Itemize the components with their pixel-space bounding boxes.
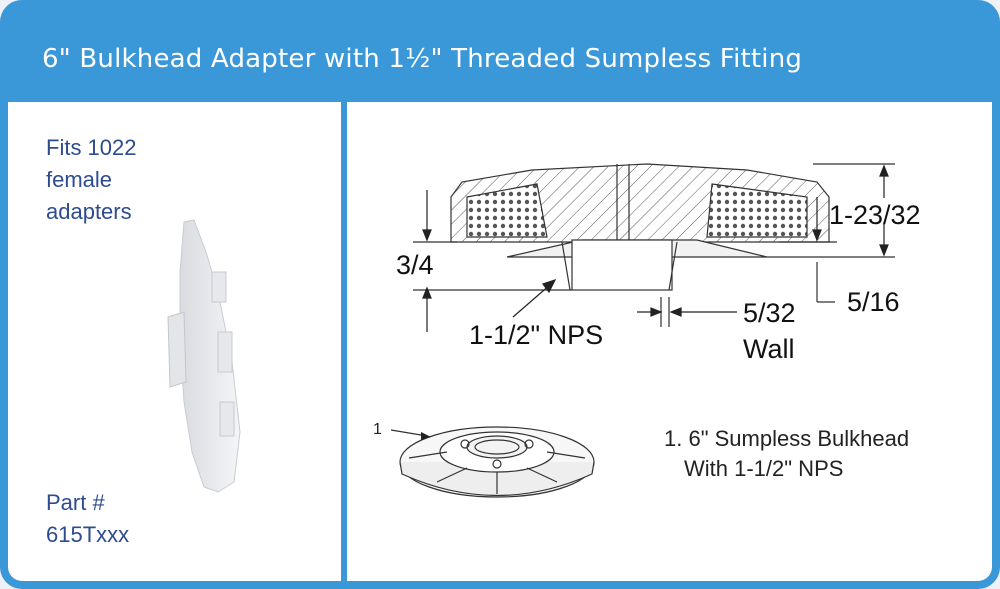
page-title: 6" Bulkhead Adapter with 1½" Threaded Su…	[42, 44, 803, 74]
fits-line-1: Fits 1022	[46, 135, 137, 160]
bulkhead-isometric-drawing	[390, 426, 595, 498]
right-panel: 1-23/32 3/4 5/16 5/32 Wall 1-1/2" NPS	[347, 102, 992, 581]
dimension-height-total: 1-23/32	[829, 200, 921, 230]
part-value: 615Txxx	[46, 522, 130, 547]
callout-number: 1	[373, 421, 382, 438]
fits-line-2: female	[46, 167, 113, 192]
left-panel: Fits 1022 female adapters Part # 615Txxx	[8, 102, 341, 581]
dimension-three-quarter: 3/4	[396, 250, 434, 280]
nps-label: 1-1/2" NPS	[469, 320, 604, 350]
part-number: Part # 615Txxx	[46, 487, 129, 551]
legend-line-2: With 1-1/2" NPS	[684, 456, 844, 481]
dimension-five-sixteenths: 5/16	[847, 287, 900, 317]
legend-line-1: 1. 6" Sumpless Bulkhead	[664, 426, 910, 451]
product-photo	[167, 219, 241, 493]
dimension-five-thirty-seconds: 5/32	[743, 298, 796, 328]
part-label: Part #	[46, 490, 105, 515]
fits-note: Fits 1022 female adapters	[46, 132, 137, 228]
cross-section-drawing	[413, 163, 895, 332]
wall-label: Wall	[743, 334, 795, 364]
fits-line-3: adapters	[46, 199, 132, 224]
